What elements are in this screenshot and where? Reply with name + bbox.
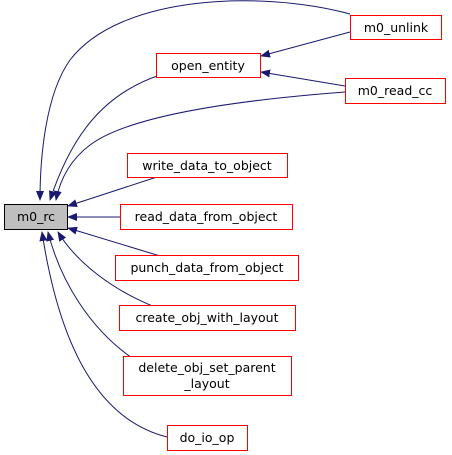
node-m0-rc[interactable]: m0_rc xyxy=(4,204,68,230)
node-label-line-2: _layout xyxy=(183,376,229,391)
edge-m0-unlink-to-m0-rc xyxy=(36,0,351,201)
node-create-obj-with-layout[interactable]: create_obj_with_layout xyxy=(119,305,296,331)
node-do-io-op[interactable]: do_io_op xyxy=(167,425,248,451)
edge-m0-unlink-to-open-entity xyxy=(260,31,351,58)
node-m0-read-cc[interactable]: m0_read_cc xyxy=(345,78,446,104)
edge-create-obj-with-layout-to-m0-rc xyxy=(57,231,161,310)
node-label: punch_data_from_object xyxy=(130,260,283,275)
node-box xyxy=(156,53,261,78)
node-delete-obj-set-parent-layout[interactable]: delete_obj_set_parent _layout xyxy=(123,356,292,396)
edge-m0-read-cc-to-open-entity xyxy=(260,69,346,87)
node-box xyxy=(115,255,299,281)
node-label: open_entity xyxy=(171,58,245,73)
node-layer: m0_rc m0_unlink open_entity m0_read_cc w… xyxy=(4,15,446,451)
node-box xyxy=(167,425,248,451)
node-box xyxy=(119,305,296,331)
edge-write-data-to-object-to-m0-rc xyxy=(67,175,161,208)
node-box xyxy=(123,356,292,396)
node-label: create_obj_with_layout xyxy=(135,310,278,325)
node-box xyxy=(120,204,293,230)
edge-do-io-op-to-m0-rc xyxy=(39,231,168,438)
node-m0-unlink[interactable]: m0_unlink xyxy=(350,15,442,40)
node-label: m0_rc xyxy=(17,209,55,224)
node-label: m0_read_cc xyxy=(358,83,433,98)
edge-layer xyxy=(36,0,351,438)
node-read-data-from-object[interactable]: read_data_from_object xyxy=(120,204,293,230)
edge-delete-obj-set-parent-layout-to-m0-rc xyxy=(46,231,136,361)
edge-open-entity-to-m0-rc xyxy=(49,74,161,201)
node-label: read_data_from_object xyxy=(135,209,278,224)
node-box xyxy=(345,78,446,104)
node-open-entity[interactable]: open_entity xyxy=(156,53,261,78)
node-label-line-1: delete_obj_set_parent xyxy=(138,360,275,375)
node-write-data-to-object[interactable]: write_data_to_object xyxy=(127,153,288,178)
node-label: m0_unlink xyxy=(364,20,429,35)
node-label: do_io_op xyxy=(180,430,235,445)
node-box xyxy=(127,153,288,178)
node-label: write_data_to_object xyxy=(142,158,271,173)
edge-punch-data-from-object-to-m0-rc xyxy=(67,226,161,257)
node-punch-data-from-object[interactable]: punch_data_from_object xyxy=(115,255,299,281)
node-box xyxy=(4,204,68,230)
edge-m0-read-cc-to-m0-rc xyxy=(53,91,346,201)
node-box xyxy=(350,15,442,40)
